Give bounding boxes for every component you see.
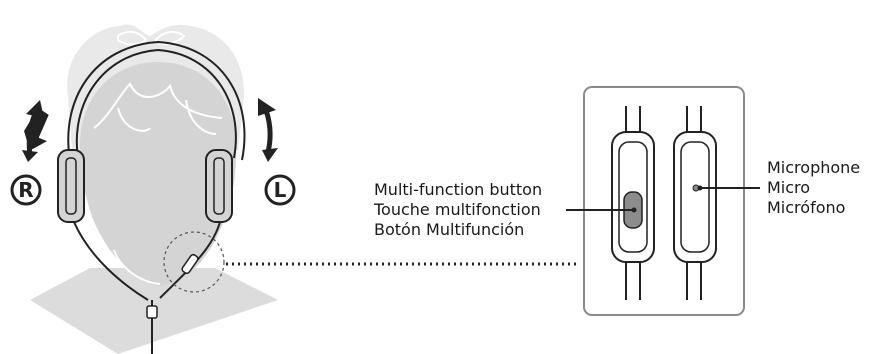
earcup-right	[57, 149, 85, 223]
remote-control-small	[181, 253, 199, 275]
multifunction-label-fr: Touche multifonction	[374, 200, 541, 219]
right-side-mark-label: R	[18, 178, 33, 202]
adjust-arrow-left-icon	[258, 98, 278, 162]
multifunction-label-es: Botón Multifunción	[374, 220, 525, 239]
headband-inner	[75, 48, 237, 159]
cable-right	[73, 221, 149, 301]
microphone-label-en: Microphone	[767, 158, 861, 177]
cable-splitter	[146, 305, 158, 319]
microphone-leader-dot	[697, 185, 703, 191]
multifunction-label-en: Multi-function button	[374, 180, 543, 199]
left-side-mark: L	[264, 174, 296, 206]
zoom-circle	[163, 231, 225, 293]
microphone-callout: Microphone Micro Micrófono	[767, 158, 860, 218]
hair-bow-icon	[117, 30, 186, 46]
ear-left	[113, 249, 161, 285]
microphone-label-es: Micrófono	[767, 198, 846, 217]
head-silhouette	[79, 62, 237, 286]
hair-lines	[93, 82, 223, 135]
left-side-mark-label: L	[274, 178, 287, 202]
microphone-label-fr: Micro	[767, 178, 811, 197]
earcup-left	[205, 149, 233, 223]
zoom-panel	[583, 86, 745, 316]
multifunction-button-callout: Multi-function button Touche multifoncti…	[374, 180, 542, 240]
remote-microphone	[673, 106, 717, 300]
right-side-mark: R	[10, 174, 42, 206]
multifunction-leader-dot	[631, 207, 637, 213]
adjust-arrow-right-icon	[22, 100, 49, 162]
headband	[67, 40, 246, 161]
